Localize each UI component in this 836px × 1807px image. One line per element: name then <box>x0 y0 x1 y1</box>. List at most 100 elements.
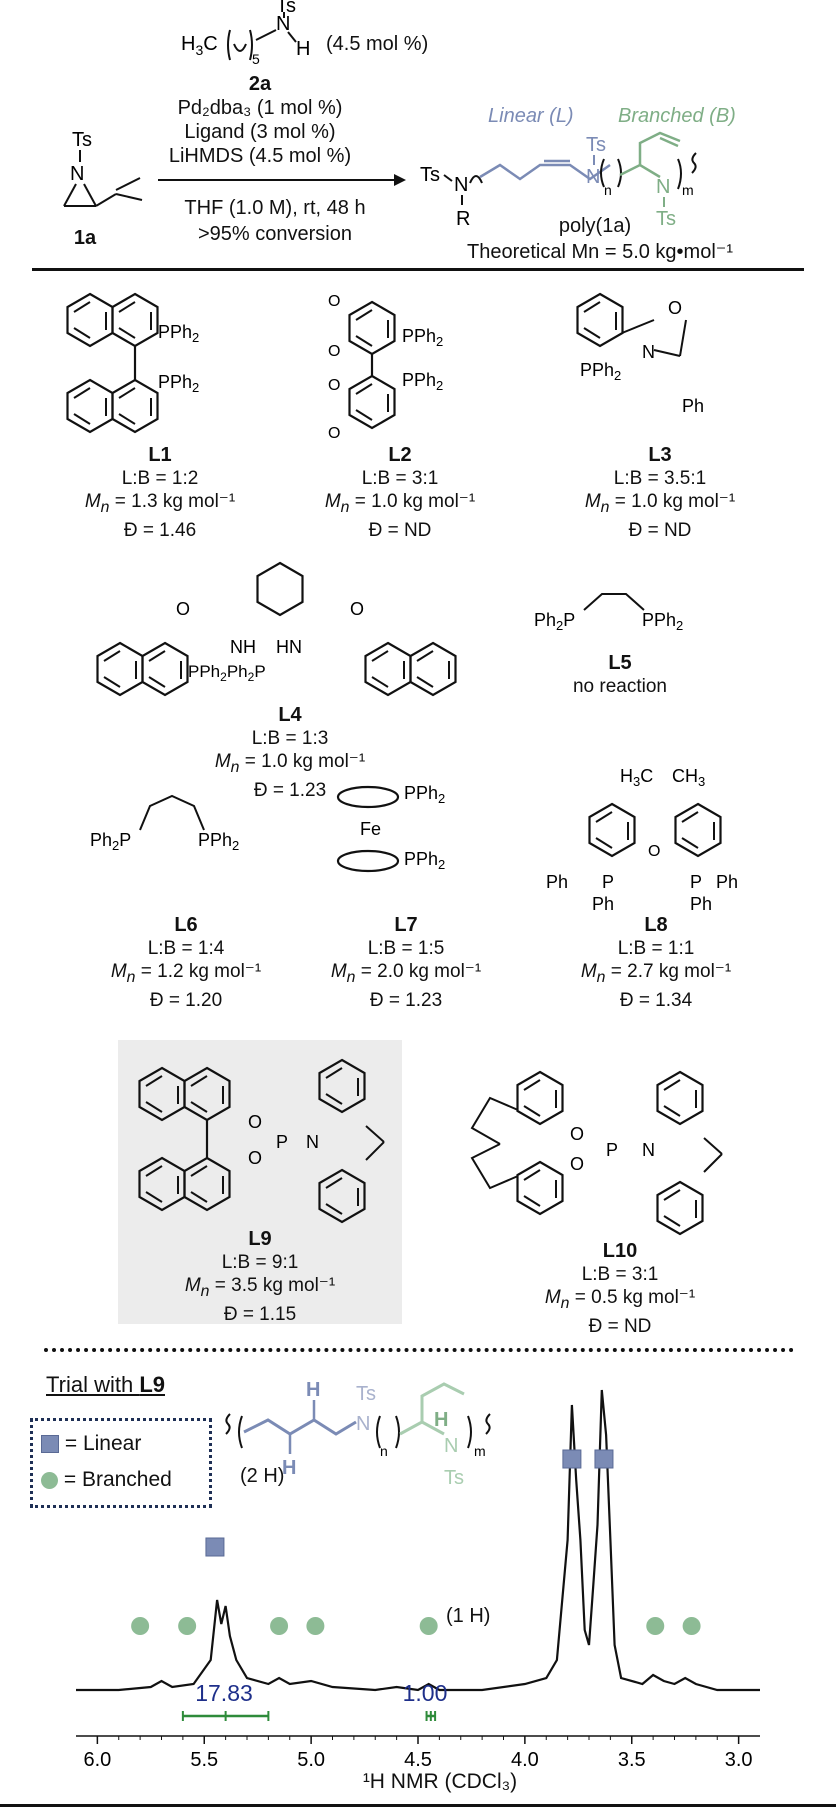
label-1h: (1 H) <box>446 1605 491 1627</box>
svg-text:Ph: Ph <box>690 894 712 910</box>
branched-circle-icon <box>41 1471 58 1489</box>
ligand-L2-d: Đ = ND <box>368 519 432 541</box>
ligand-L3-mn: Mn = 1.0 kg mol⁻¹ <box>560 490 760 519</box>
legend-branched: = Branched <box>41 1467 172 1493</box>
ligand-L2-structure: OO OO PPh2 PPh2 <box>328 293 443 442</box>
svg-text:O: O <box>328 343 340 360</box>
svg-text:O: O <box>248 1148 262 1168</box>
ligand-L2-mn-value: = 1.0 kg mol⁻¹ <box>354 491 476 512</box>
x-tick-label: 4.5 <box>404 1749 432 1771</box>
ligand-L7-lb: L:B = 1:5 <box>367 938 445 959</box>
mn-symbol: M <box>84 491 101 512</box>
svg-text:CH3: CH3 <box>672 766 705 789</box>
ligand-L7-structure: PPh2 Fe PPh2 <box>336 783 445 873</box>
reaction-scheme: H3C 5 N Ts H (4.5 mol %) 2a Pd₂dba₃ (1 m… <box>0 0 836 270</box>
svg-text:O: O <box>350 599 364 619</box>
svg-text:PPh2: PPh2 <box>642 610 683 633</box>
svg-text:Ph: Ph <box>546 872 568 892</box>
ligand-L1-lb: L:B = 1:2 <box>121 468 199 489</box>
svg-text:PPh2: PPh2 <box>158 322 199 345</box>
ligand-L1-structure: PPh2 PPh2 <box>66 292 199 434</box>
svg-text:Ts: Ts <box>72 129 92 151</box>
svg-text:O: O <box>570 1124 584 1144</box>
branched-marker <box>178 1617 197 1635</box>
ligand-L9-highlight <box>118 1040 402 1324</box>
ligand-L3-name: L3 <box>648 444 672 466</box>
svg-text:Ph: Ph <box>716 872 738 892</box>
svg-text:PPh2: PPh2 <box>580 360 621 383</box>
ligand-L10-mn-value: = 0.5 kg mol⁻¹ <box>574 1287 696 1308</box>
ligand-L1-mn: Mn = 1.3 kg mol⁻¹ <box>60 490 260 519</box>
svg-text:H3C: H3C <box>181 33 218 58</box>
svg-text:NH: NH <box>230 637 256 657</box>
ligand-L10-lb: L:B = 3:1 <box>581 1264 659 1285</box>
ligand-L6-mn-value: = 1.2 kg mol⁻¹ <box>140 961 262 982</box>
nmr-polymer-structure: H H N Ts n H N Ts m <box>225 1379 491 1489</box>
svg-text:N: N <box>276 13 290 35</box>
ligand-L6-name: L6 <box>174 914 198 936</box>
svg-text:PPh2: PPh2 <box>158 372 199 395</box>
polymer-structure: Ts N R N Ts n N Ts m <box>420 131 697 230</box>
svg-text:O: O <box>248 1112 262 1132</box>
mn-symbol: M <box>184 1275 201 1296</box>
branched-marker <box>646 1617 665 1635</box>
linear-marker <box>205 1537 225 1557</box>
svg-text:PPh2Ph2P: PPh2Ph2P <box>188 662 266 684</box>
mn-sub: n <box>600 498 610 516</box>
scheme-divider <box>32 268 804 271</box>
mn-sub: n <box>560 1294 570 1312</box>
ligand-L6-lb: L:B = 1:4 <box>147 938 225 959</box>
branched-marker <box>306 1617 325 1635</box>
ligand-L4-d: Đ = 1.23 <box>253 779 327 801</box>
svg-text:PPh2: PPh2 <box>402 326 443 349</box>
reagent-2a-structure: H3C 5 N Ts H <box>181 0 310 67</box>
svg-text:Fe: Fe <box>360 819 381 839</box>
ligand-L8-lb: L:B = 1:1 <box>617 938 695 959</box>
svg-text:N: N <box>656 176 670 198</box>
svg-text:O: O <box>648 843 660 860</box>
ligand-L4-structure: O O NH HN PPh2Ph2P <box>96 561 457 697</box>
ligand-L9-name: L9 <box>248 1228 272 1250</box>
condition-line-4: THF (1.0 M), rt, 48 h <box>184 197 366 219</box>
integral-value-2: 1.00 <box>402 1680 448 1706</box>
product-label: poly(1a) <box>558 215 632 237</box>
theoretical-mn: Theoretical Mn = 5.0 kg•mol⁻¹ <box>467 241 733 263</box>
svg-text:PPh2: PPh2 <box>404 783 445 806</box>
ligand-L10-mn: Mn = 0.5 kg mol⁻¹ <box>520 1286 720 1315</box>
svg-text:N: N <box>444 1435 458 1457</box>
branched-marker <box>131 1617 150 1635</box>
ligand-L2-mn: Mn = 1.0 kg mol⁻¹ <box>300 490 500 519</box>
ligand-L1-name: L1 <box>148 444 172 466</box>
svg-text:m: m <box>682 182 694 198</box>
svg-text:R: R <box>456 208 470 230</box>
ligand-L9-structure: O O P N <box>138 1058 385 1224</box>
ligand-L8-d: Đ = 1.34 <box>619 989 693 1011</box>
reagent-2a-label: 2a <box>248 73 272 95</box>
svg-text:N: N <box>642 342 655 362</box>
svg-text:O: O <box>176 599 190 619</box>
svg-text:m: m <box>474 1443 486 1459</box>
svg-text:PPh2: PPh2 <box>198 830 239 853</box>
bottom-rule <box>0 1804 836 1807</box>
svg-text:HN: HN <box>276 637 302 657</box>
mn-symbol: M <box>110 961 127 982</box>
legend-branched-label: = Branched <box>63 1468 172 1491</box>
branched-marker <box>419 1617 438 1635</box>
mn-symbol: M <box>330 961 347 982</box>
mn-sub: n <box>200 1282 210 1300</box>
x-tick-label: 3.0 <box>725 1749 753 1771</box>
ligand-L8-name: L8 <box>644 914 668 936</box>
svg-text:P: P <box>602 872 614 892</box>
svg-text:H: H <box>296 38 310 60</box>
linear-marker <box>562 1449 582 1469</box>
mn-sub: n <box>126 968 136 986</box>
condition-line-5: >95% conversion <box>198 223 352 245</box>
ligand-L3-d: Đ = ND <box>628 519 692 541</box>
nmr-legend: = Linear = Branched <box>30 1418 212 1508</box>
svg-text:Ph: Ph <box>682 396 704 416</box>
condition-line-1: Pd₂dba₃ (1 mol %) <box>177 97 343 119</box>
svg-text:PPh2: PPh2 <box>404 849 445 872</box>
ligand-L10-structure: O O P N <box>470 1070 723 1236</box>
